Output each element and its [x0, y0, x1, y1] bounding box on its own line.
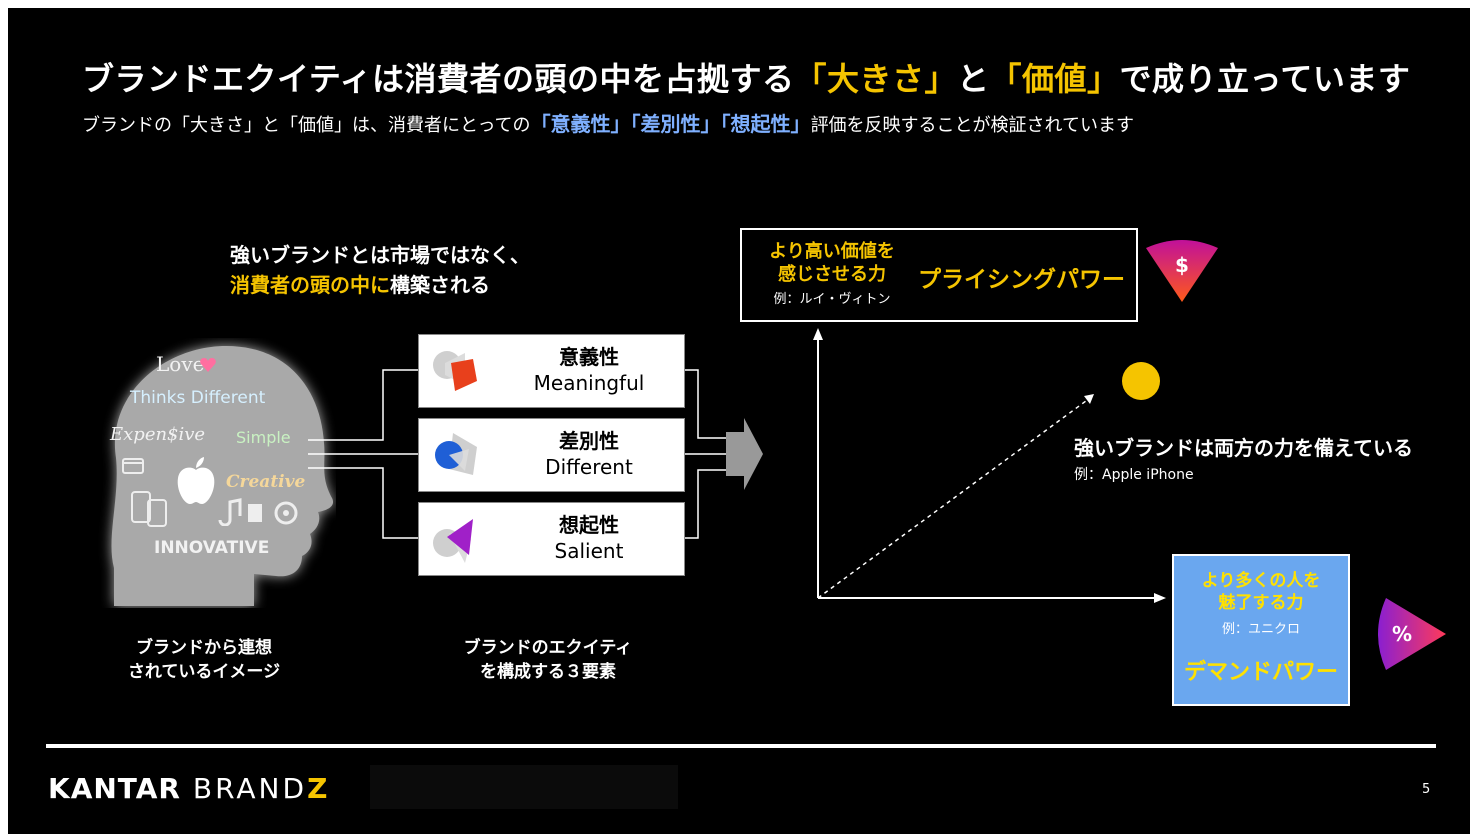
demand-power-example: 例：ユニクロ	[1221, 622, 1300, 637]
associations-label-line2: されているイメージ	[127, 662, 281, 682]
slide-subtitle: ブランドの「大きさ」と「価値」は、消費者にとっての「意義性」「差別性」「想起性」…	[82, 108, 1134, 137]
percent-symbol: %	[1392, 622, 1412, 646]
pricing-power-sub-line2: 感じさせる力	[778, 264, 886, 285]
redacted-block	[370, 765, 678, 809]
head-silhouette: Love Thinks Different Expen$ive Simple C…	[96, 338, 336, 608]
kantar-brandz-logo: KANTAR BRANDZ	[48, 772, 330, 805]
head-word-creative: Creative	[226, 472, 306, 492]
title-text-2: と	[956, 60, 990, 98]
pricing-power-sub-line1: より高い価値を	[769, 241, 895, 262]
elements-label-line1: ブランドのエクイティ	[463, 638, 633, 658]
head-word-innovative: INNOVATIVE	[154, 538, 270, 558]
logo-z: Z	[307, 772, 331, 805]
element-meaningful: 意義性 Meaningful	[418, 334, 685, 408]
elements-label-line2: を構成する３要素	[480, 662, 616, 682]
title-text-3: で成り立っています	[1119, 60, 1411, 98]
element-meaningful-jp: 意義性	[559, 345, 619, 369]
element-salient: 想起性 Salient	[418, 502, 685, 576]
salient-icon	[433, 519, 473, 563]
strong-brand-label: 強いブランドは両方の力を備えている	[1074, 436, 1413, 460]
element-meaningful-en: Meaningful	[533, 371, 645, 395]
subtitle-text-1: ブランドの「大きさ」と「価値」は、消費者にとっての	[82, 115, 531, 136]
pricing-power-box: より高い価値を 感じさせる力 例：ルイ・ヴィトン プライシングパワー	[740, 228, 1138, 322]
slide-title: ブランドエクイティは消費者の頭の中を占拠する「大きさ」と「価値」で成り立っていま…	[82, 54, 1410, 100]
associations-label: ブランドから連想 されているイメージ	[114, 636, 294, 684]
head-word-expensive: Expen$ive	[110, 424, 206, 445]
card-icon	[122, 458, 144, 474]
left-caption-line2: 消費者の頭の中に構築される	[230, 270, 530, 300]
head-word-thinks-different: Thinks Different	[130, 388, 266, 408]
element-different: 差別性 Different	[418, 418, 685, 492]
slide: ブランドエクイティは消費者の頭の中を占拠する「大きさ」と「価値」で成り立っていま…	[8, 8, 1470, 834]
head-word-simple: Simple	[236, 428, 291, 447]
head-shape	[111, 346, 334, 606]
element-different-jp: 差別性	[559, 429, 619, 453]
pricing-power-subtitle: より高い価値を 感じさせる力	[762, 240, 902, 286]
meaningful-icon	[433, 351, 477, 391]
demand-power-subtitle: より多くの人を 魅了する力	[1174, 570, 1348, 614]
subtitle-text-2: 評価を反映することが検証されています	[810, 115, 1135, 136]
title-text-1: ブランドエクイティは消費者の頭の中を占拠する	[82, 60, 795, 98]
devices-icon	[131, 491, 167, 527]
logo-brand: BRAND	[192, 772, 308, 805]
meaningful-shape	[451, 359, 477, 391]
demand-power-box: より多くの人を 魅了する力 例：ユニクロ デマンドパワー	[1172, 554, 1350, 706]
left-caption-highlight: 消費者の頭の中に	[230, 273, 390, 297]
head-word-love: Love	[156, 352, 205, 376]
logo-kantar: KANTAR	[48, 772, 181, 805]
pricing-power-title: プライシングパワー	[918, 267, 1125, 293]
percent-pie-icon: %	[1378, 598, 1446, 670]
strong-brand-example: 例：Apple iPhone	[1074, 467, 1194, 483]
subtitle-highlight: 「意義性」「差別性」「想起性」	[530, 112, 811, 136]
element-salient-en: Salient	[554, 539, 624, 563]
demand-power-sub-line2: 魅了する力	[1218, 593, 1304, 613]
apple-logo-icon	[177, 457, 215, 504]
connector-lines	[308, 328, 1166, 603]
elements-label: ブランドのエクイティ を構成する３要素	[448, 636, 648, 684]
music-media-icons	[218, 498, 298, 526]
left-caption-rest: 構築される	[390, 273, 490, 297]
different-icon	[435, 433, 477, 475]
element-different-en: Different	[545, 455, 633, 479]
dollar-symbol: $	[1175, 253, 1189, 277]
associations-label-line1: ブランドから連想	[136, 638, 272, 658]
demand-power-title: デマンドパワー	[1183, 660, 1338, 685]
footer-divider	[46, 744, 1436, 748]
element-salient-jp: 想起性	[559, 513, 619, 537]
pricing-power-example: 例：ルイ・ヴィトン	[773, 292, 891, 307]
left-caption-line1: 強いブランドとは市場ではなく、	[230, 243, 530, 267]
title-highlight-value: 「価値」	[989, 60, 1120, 98]
left-caption: 強いブランドとは市場ではなく、 消費者の頭の中に構築される	[230, 240, 530, 300]
page-number: 5	[1422, 782, 1431, 797]
dollar-pie-icon: $	[1146, 240, 1218, 302]
heart-icon	[200, 358, 216, 372]
title-highlight-size: 「大きさ」	[794, 60, 957, 98]
demand-power-sub-line1: より多くの人を	[1201, 571, 1321, 591]
